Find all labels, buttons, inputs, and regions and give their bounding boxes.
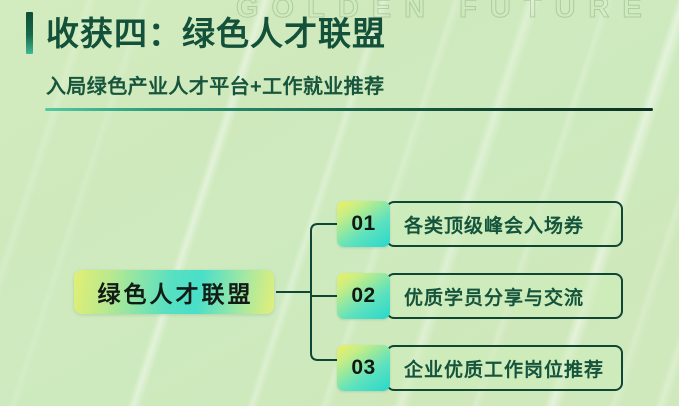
item-label: 各类顶级峰会入场券 bbox=[404, 215, 585, 237]
root-node[interactable]: 绿色人才联盟 bbox=[74, 270, 274, 314]
diagram-item-03[interactable]: 03 企业优质工作岗位推荐 bbox=[337, 345, 623, 391]
diagram-item-01[interactable]: 01 各类顶级峰会入场券 bbox=[337, 201, 623, 247]
item-label-box[interactable]: 优质学员分享与交流 bbox=[386, 273, 623, 319]
item-number: 03 bbox=[351, 356, 376, 379]
root-node-label: 绿色人才联盟 bbox=[97, 281, 254, 307]
item-number: 02 bbox=[351, 284, 376, 307]
item-number-badge: 03 bbox=[337, 345, 390, 391]
item-number-badge: 01 bbox=[337, 201, 390, 247]
item-label: 企业优质工作岗位推荐 bbox=[404, 359, 605, 381]
item-label-box[interactable]: 企业优质工作岗位推荐 bbox=[386, 345, 623, 391]
item-number-badge: 02 bbox=[337, 273, 390, 319]
page-title-row: 收获四：绿色人才联盟 bbox=[26, 12, 386, 54]
page-title: 收获四：绿色人才联盟 bbox=[46, 14, 386, 52]
title-accent-bar-icon bbox=[26, 12, 33, 54]
item-label-box[interactable]: 各类顶级峰会入场券 bbox=[386, 201, 623, 247]
page-subtitle: 入局绿色产业人才平台+工作就业推荐 bbox=[46, 76, 385, 98]
header-divider bbox=[45, 108, 653, 111]
item-number: 01 bbox=[351, 212, 376, 235]
item-label: 优质学员分享与交流 bbox=[404, 287, 585, 309]
diagram-item-02[interactable]: 02 优质学员分享与交流 bbox=[337, 273, 623, 319]
